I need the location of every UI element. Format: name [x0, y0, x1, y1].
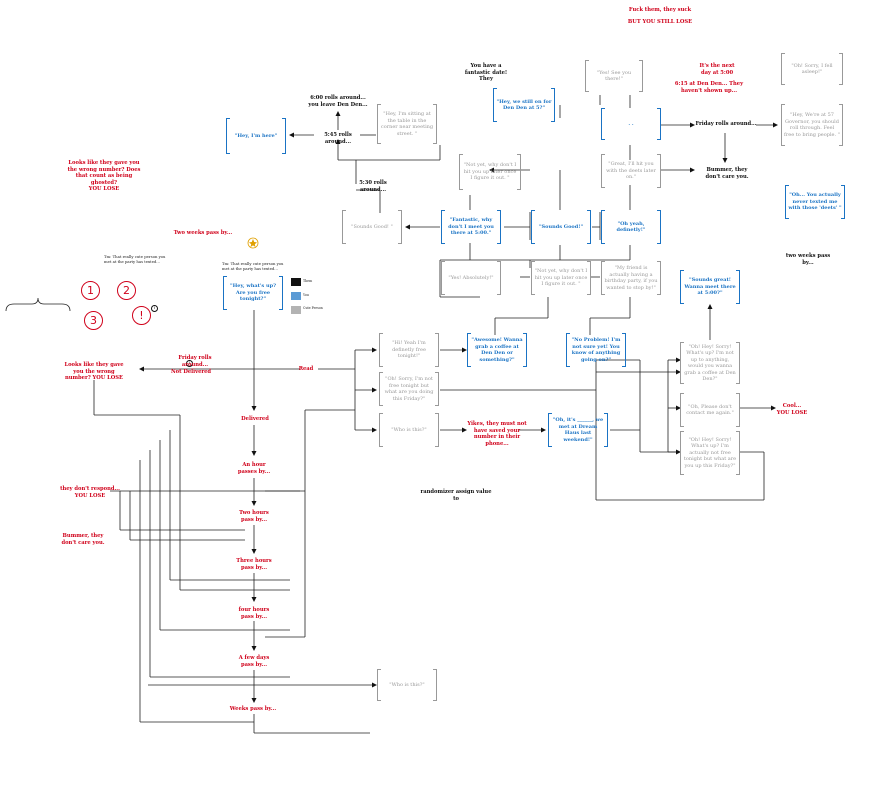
two-hours-label: Two hours pass by... — [239, 510, 269, 523]
msg-awesome-coffee[interactable]: "Awesome! Wanna grab a coffee at Den Den… — [467, 333, 527, 367]
legend-you-swatch — [291, 292, 301, 300]
msg-hi-yeah-free[interactable]: "Hi! Yeah I'm definetly free tonight!" — [379, 333, 439, 367]
two-weeks-right: two weeks pass by... — [785, 253, 831, 266]
msg-sitting-at-table[interactable]: "Hey, I'm sitting at the table in the co… — [377, 104, 437, 144]
fantastic-date-text: You have a fantastic date! They — [464, 63, 508, 82]
msg-dots[interactable]: . . — [601, 108, 661, 140]
bracket-shape — [5, 297, 71, 312]
next-day-text: It's the next day at 5:00 — [699, 63, 735, 76]
legend-them-swatch — [291, 278, 301, 286]
msg-oh-yeah[interactable]: "Oh yeah, definetly!" — [601, 210, 661, 244]
wrong-number-mid: Looks like they gave you the wrong numbe… — [64, 362, 124, 381]
msg-yes-see-you[interactable]: "Yes! See you there!" — [585, 60, 643, 92]
msg-no-problem[interactable]: "No Problem! I'm not sure yet! You know … — [566, 333, 626, 367]
five-thirty-text: 5:30 rolls around... — [359, 180, 387, 193]
randomizer-label: randomizer assign value to — [420, 489, 492, 502]
delivered-label: Delivered — [241, 416, 269, 422]
option-three-circle[interactable]: 3 — [84, 311, 103, 330]
fuck-them-text: Fuck them, they suck — [628, 7, 692, 13]
bummer-top: Bummer, they don't care you. — [705, 167, 749, 180]
msg-sounds-good-blue[interactable]: "Sounds Good!" — [531, 210, 591, 244]
msg-hey-sorry-coffee[interactable]: "Oh! Hey! Sorry! What's up? I'm not up t… — [680, 342, 740, 384]
six-rolls-text: 6:00 rolls around... you leave Den Den..… — [308, 95, 368, 108]
legend-them-label: Them — [303, 279, 313, 283]
friday-rolls-mid: Friday rolls around... — [178, 355, 212, 368]
msg-dream-haus[interactable]: "Oh, it's ______, we met at Dream Haus l… — [548, 413, 608, 447]
info-circle-icon[interactable]: i — [151, 305, 158, 312]
option-two-circle[interactable]: 2 — [117, 281, 136, 300]
dont-respond-label: they don't respond... YOU LOSE — [60, 486, 120, 499]
msg-who-is-this-2[interactable]: "Who is this?" — [377, 669, 437, 701]
sparkle-badge-icon — [247, 237, 259, 249]
msg-sounds-great[interactable]: "Sounds great! Wanna meet there at 5:00?… — [680, 270, 740, 304]
msg-were-at-governor[interactable]: "Hey, We're at 57 Governor, you should r… — [781, 104, 843, 146]
legend-you-label: You — [303, 293, 309, 297]
friday-rolls-top: Friday rolls around... — [695, 121, 757, 127]
few-days-label: A few days pass by... — [238, 655, 270, 668]
legend-cute-label: Cute Person — [303, 306, 323, 310]
msg-sounds-good-grey[interactable]: "Sounds Good! " — [342, 210, 402, 244]
yikes-label: Yikes, they must not have saved your num… — [467, 421, 527, 447]
msg-birthday-party[interactable]: "My friend is actually having a birthday… — [601, 261, 661, 295]
an-hour-label: An hour passes by... — [237, 462, 271, 475]
intro-note-left: Tm: That really cute person you met at t… — [104, 254, 166, 264]
three-hours-label: Three hours pass by... — [236, 558, 272, 571]
weeks-label: Weeks pass by... — [229, 706, 277, 712]
intro-note-mid: Tm: That really cute person you met at t… — [222, 261, 284, 271]
msg-who-is-this-1[interactable]: "Who is this?" — [379, 413, 439, 447]
msg-fell-asleep[interactable]: "Oh! Sorry, I fell asleep!" — [781, 53, 843, 85]
six-fifteen-text: 6:15 at Den Den... They haven't shown up… — [674, 81, 744, 94]
legend-cute-swatch — [291, 306, 301, 314]
msg-dont-contact[interactable]: "Oh, Please don't contact me again." — [680, 393, 740, 427]
msg-sorry-not-free[interactable]: "Oh! Sorry, I'm not free tonight but wha… — [379, 372, 439, 406]
msg-im-here[interactable]: "Hey, I'm here" — [226, 118, 286, 154]
msg-fantastic-meet[interactable]: "Fantastic, why don't I meet you there a… — [441, 210, 501, 244]
option-one-circle[interactable]: 1 — [81, 281, 100, 300]
still-lose-text: BUT YOU STILL LOSE — [627, 19, 693, 25]
two-weeks-left: Two weeks pass by... — [173, 230, 233, 236]
bummer-left-label: Bummer, they don't care you. — [61, 533, 105, 546]
msg-hey-sorry-friday[interactable]: "Oh! Hey! Sorry! What's up? I'm actually… — [680, 431, 740, 475]
five-forty-five-text: 5:45 rolls around... — [324, 132, 352, 145]
small-info-icon[interactable]: i — [186, 360, 193, 367]
alert-circle-icon[interactable]: ! — [132, 306, 151, 325]
read-label: Read — [298, 366, 314, 372]
msg-never-texted[interactable]: "Oh... You actually never texted me with… — [785, 185, 845, 219]
cool-lose-label: Cool... YOU LOSE — [776, 403, 808, 416]
you-lose-top: YOU LOSE — [88, 186, 120, 192]
not-delivered-label: Not Delivered — [170, 369, 212, 375]
msg-great-deets[interactable]: "Great, I'll hit you with the deets late… — [601, 154, 661, 188]
msg-not-yet-mid[interactable]: "Not yet, why don't I hit you up later o… — [531, 261, 591, 295]
four-hours-label: four hours pass by... — [238, 607, 270, 620]
msg-yes-absolutely[interactable]: "Yes! Absolutely!" — [441, 261, 501, 295]
wrong-number-top: Looks like they gave you the wrong numbe… — [67, 160, 141, 186]
msg-whats-up-free[interactable]: "Hey, what's up? Are you free tonight?" — [223, 276, 283, 310]
msg-hey-still-on[interactable]: "Hey, we still on for Den Den at 5?" — [493, 88, 555, 122]
msg-not-yet-left[interactable]: "Not yet, why don't I hit you up later o… — [459, 154, 521, 190]
